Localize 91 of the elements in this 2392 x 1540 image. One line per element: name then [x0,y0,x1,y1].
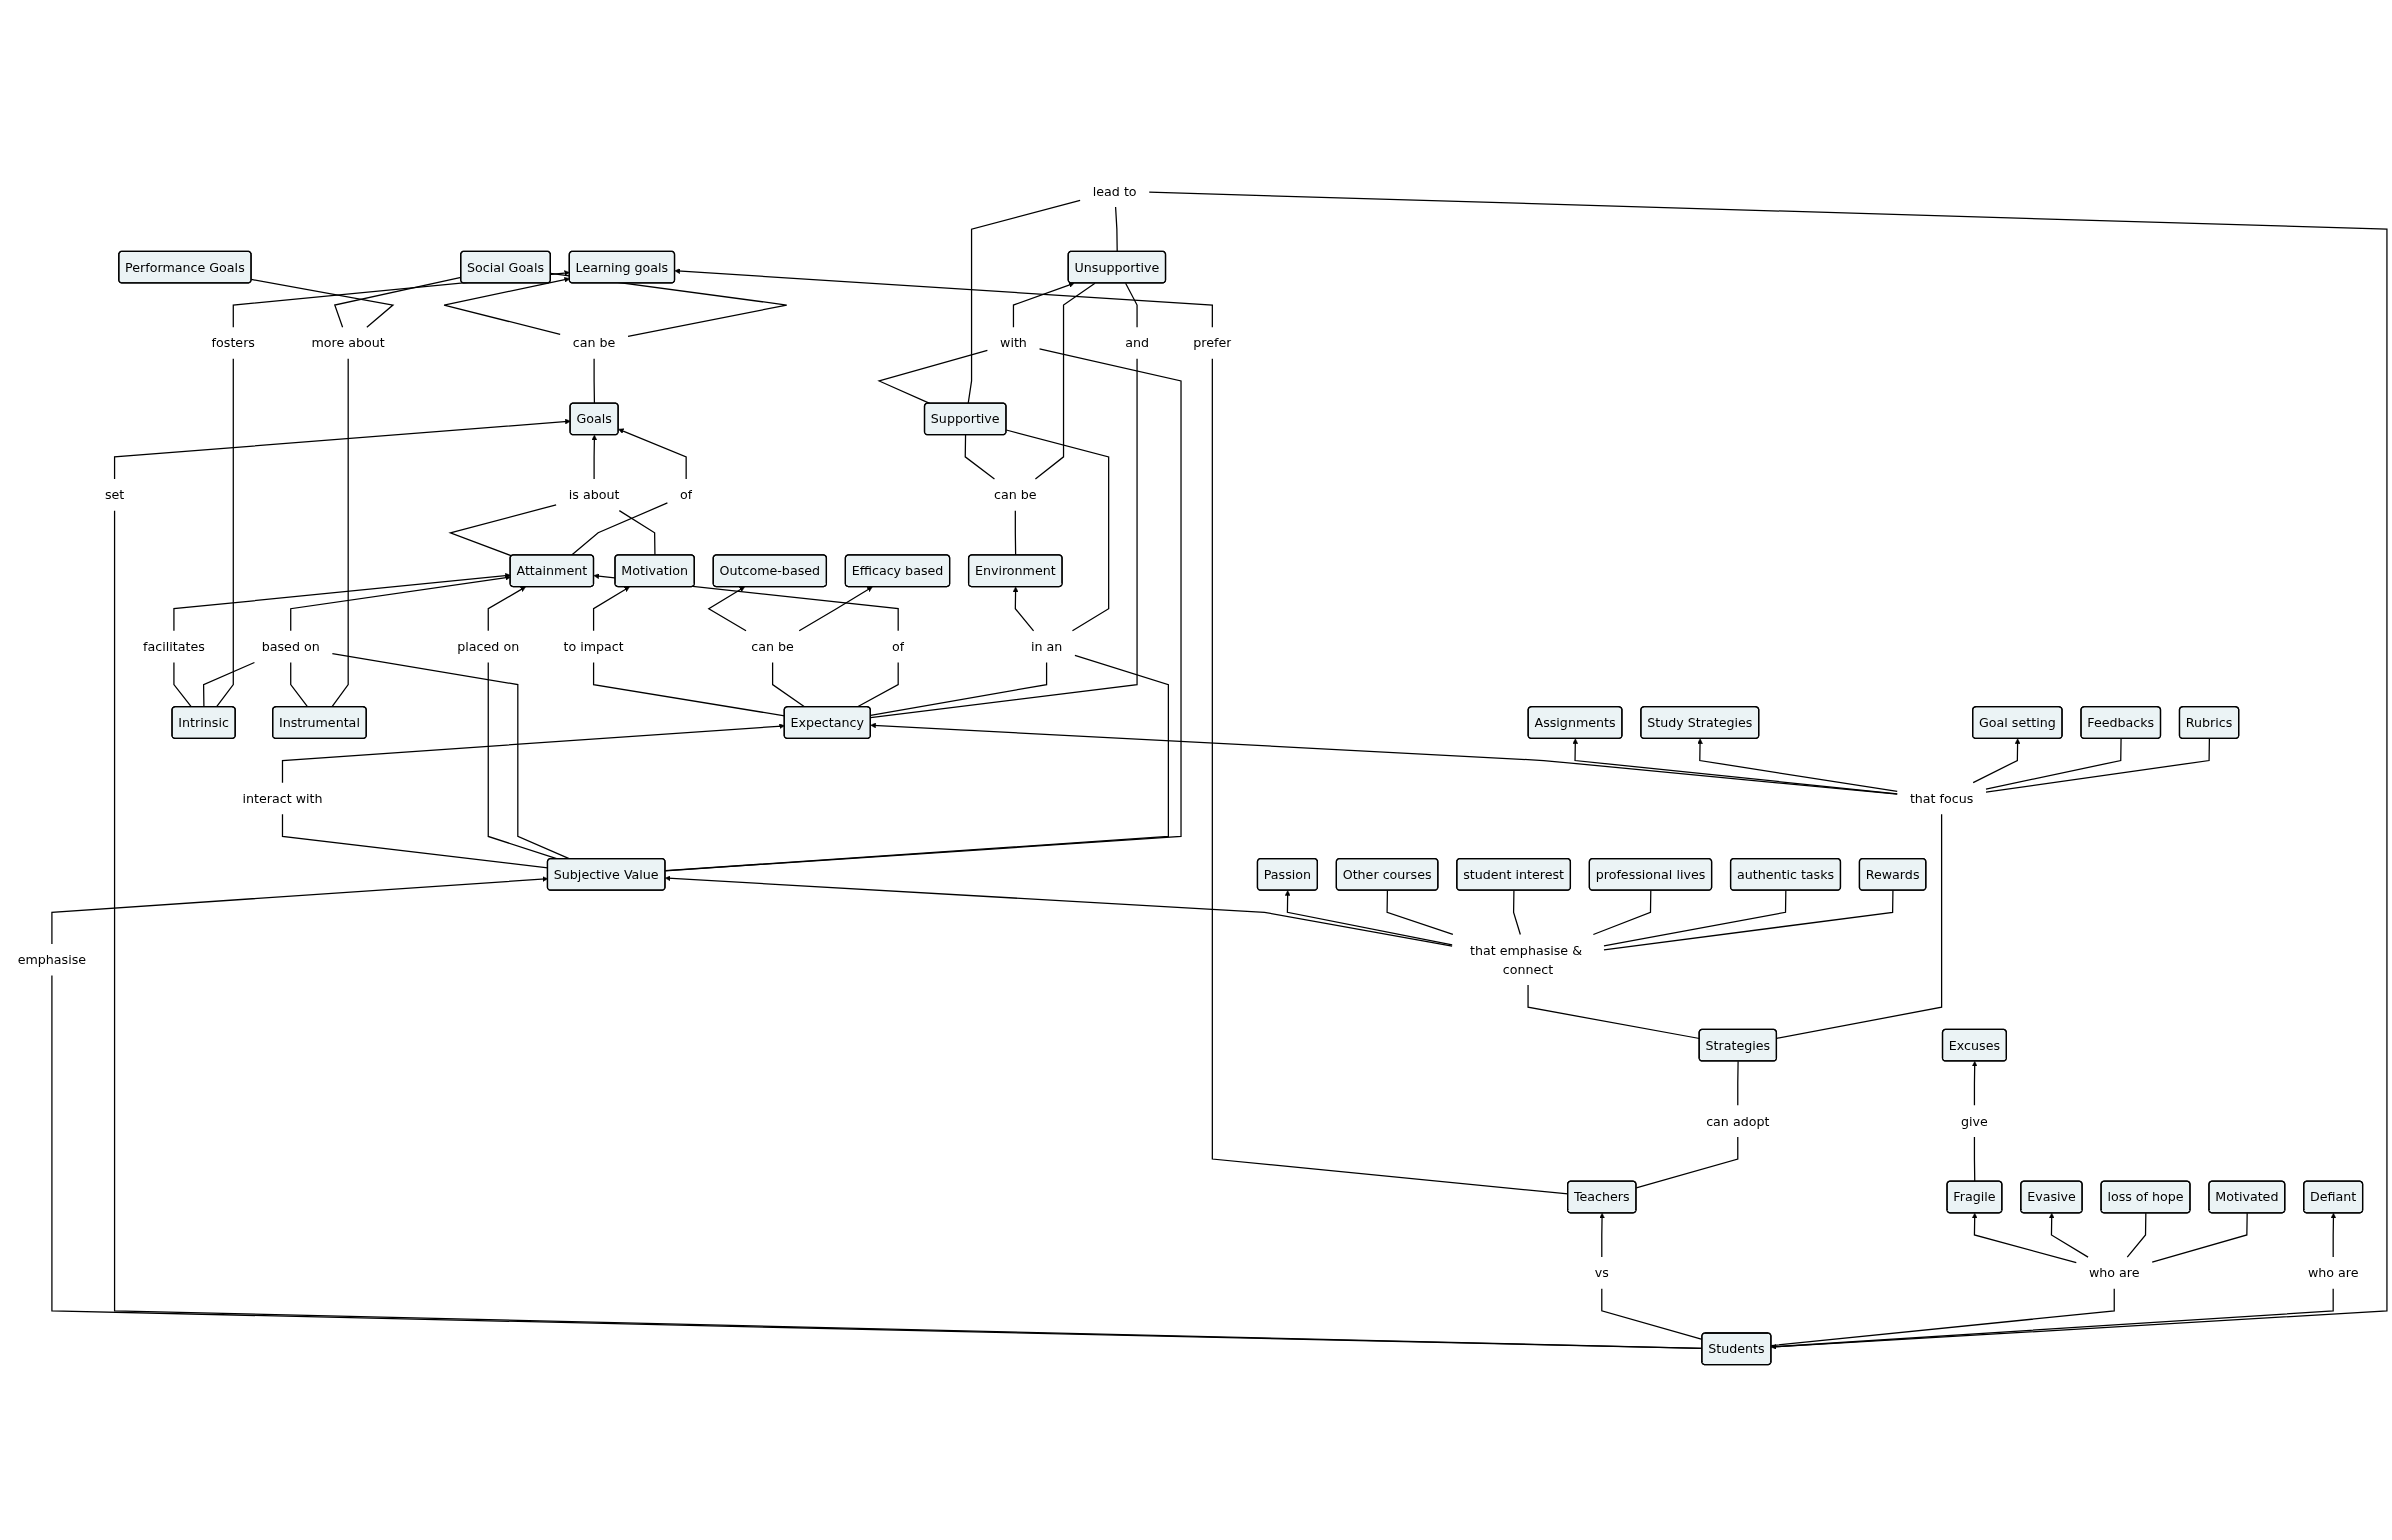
node-text: set [104,487,125,503]
node-text: facilitates [143,639,205,655]
arrow [1971,1212,2077,1264]
arrow [1599,1212,1605,1258]
connector [1603,889,1894,951]
node-text: can be [572,335,616,351]
arrow [798,586,873,632]
node-text: of [892,639,905,655]
arrow [1697,738,1898,793]
node-text: vs [1594,1265,1609,1281]
connector [173,661,193,708]
node-text: give [1961,1113,1988,1129]
node-text: interact with [242,790,323,807]
arrow [2330,1212,2337,1258]
connector [856,661,899,708]
connector [1034,282,1096,480]
arrow [290,575,511,632]
node-text: placed on [457,639,520,655]
arrow [674,268,1213,328]
connector [1985,738,2122,790]
connector [1973,1136,1976,1183]
arrow [1972,738,2021,784]
connector [593,358,596,405]
connector [1124,282,1138,328]
connector [870,358,1138,719]
connector [570,502,669,556]
connector [2126,1212,2147,1258]
arrow [665,875,1453,947]
arrow [487,586,526,632]
arrow [2048,1212,2089,1258]
connector [1005,429,1110,632]
arrow [1012,282,1075,328]
arrow [443,276,570,336]
connector [448,504,557,557]
connector [877,349,988,405]
connector [331,358,349,708]
connector [1386,889,1454,936]
connector [870,661,1048,717]
connector [550,272,788,337]
node-text: more about [311,335,385,351]
arrow [173,572,511,632]
arrow [1148,191,2388,1350]
connector [1770,1288,2334,1348]
arrow [113,418,571,480]
node-text: and [1125,335,1149,351]
node-text: that focus [1909,790,1974,807]
connector [1770,1288,2115,1347]
connector [967,199,1081,405]
arrow [1572,738,1898,795]
node-text: is about [568,487,620,503]
arrow [618,428,687,480]
node-text: that emphasise & connect [1470,942,1583,977]
arrow [1284,890,1453,946]
connector [771,661,806,708]
connector [1985,738,2211,793]
node-text: lead to [1092,183,1137,199]
connector [964,434,996,480]
connector [1014,510,1017,556]
node-text: can adopt [1706,1113,1770,1129]
node-text: fosters [211,335,255,351]
node-text: based on [261,639,320,655]
connector [1776,813,1943,1039]
connector [1737,1060,1739,1106]
connector [290,661,309,708]
node-text: in an [1030,639,1063,655]
connector [618,510,656,556]
node-text: with [1000,335,1027,351]
arrow [1971,1061,1978,1106]
arrow [591,434,598,480]
arrow [1012,586,1035,632]
connector [202,661,256,708]
arrow [870,722,1898,795]
connector [2151,1212,2248,1263]
connector [1603,889,1787,947]
node-text: of [680,487,693,503]
connector [215,358,234,708]
connector [1592,889,1652,936]
node-text: who are [2088,1265,2140,1281]
connector [664,348,1182,872]
node-text: prefer [1193,335,1232,351]
connector [1114,206,1118,253]
arrow [281,723,785,784]
node-text: to impact [563,639,624,655]
node-text: can be [751,639,794,655]
node-text: can be [994,487,1037,503]
arrow [592,586,630,632]
connector [1512,889,1521,936]
connector [1635,1136,1739,1189]
arrow [707,586,747,632]
node-text: emphasise [17,952,87,968]
node-text: who are [2307,1265,2359,1281]
